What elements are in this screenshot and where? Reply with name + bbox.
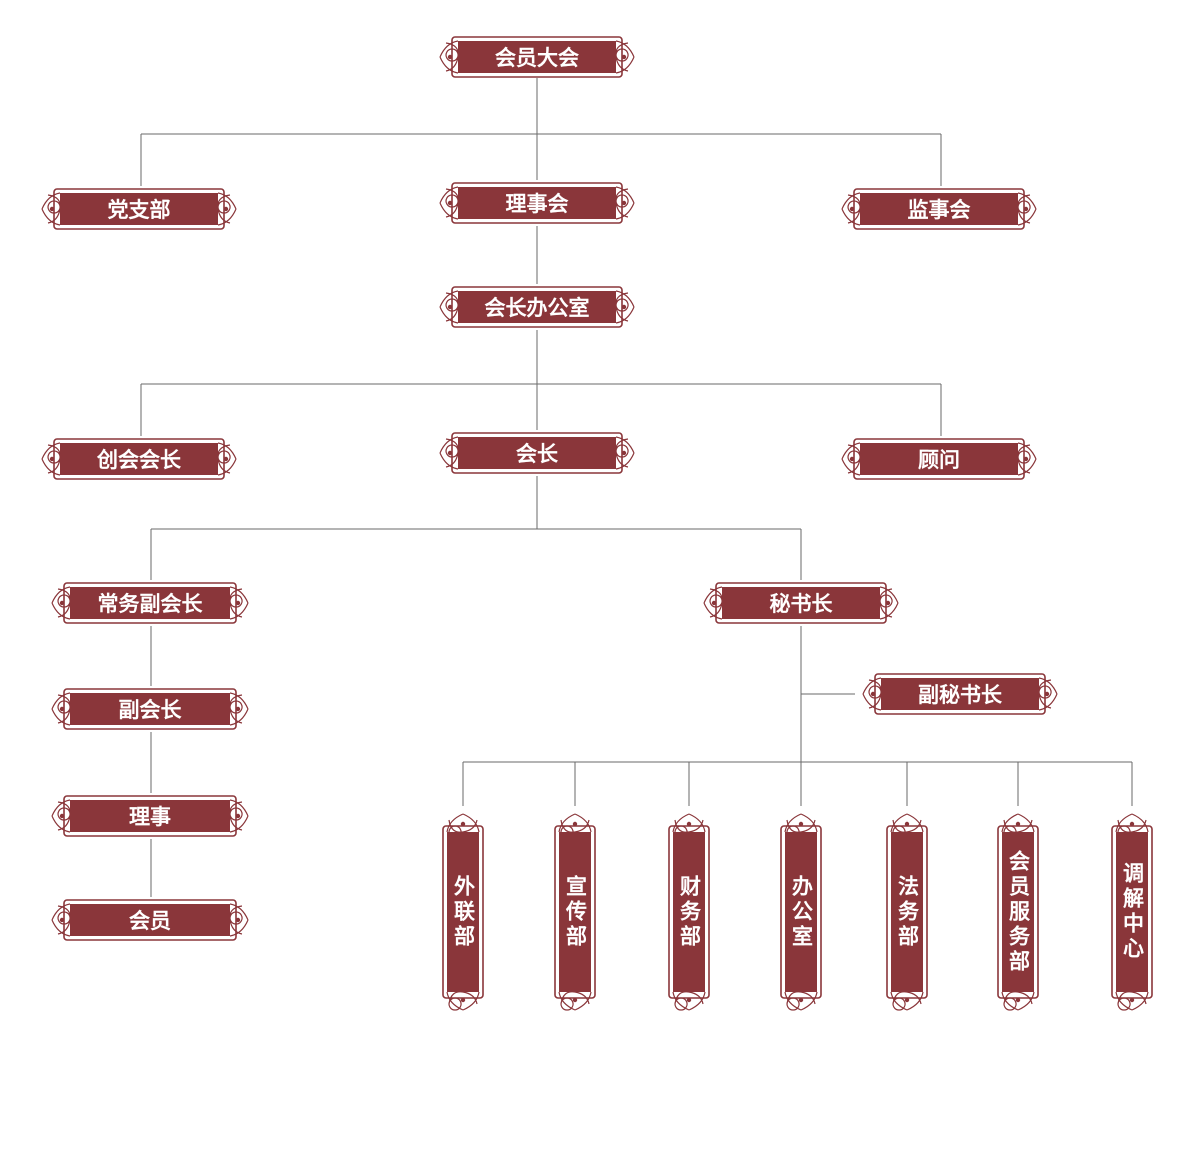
node-label: 会员服务部 — [1006, 849, 1031, 975]
node-advisor: 顾问 — [834, 436, 1044, 482]
node-label: 创会会长 — [97, 448, 181, 472]
node-council: 理事会 — [432, 180, 642, 226]
node-label: 副秘书长 — [918, 683, 1002, 707]
node-dept-mediation: 调解中心 — [1109, 806, 1155, 1018]
plaque-frame — [442, 813, 484, 1011]
plaque-frame — [51, 795, 249, 837]
plaque-frame — [51, 899, 249, 941]
node-founding-president: 创会会长 — [34, 436, 244, 482]
node-label: 宣传部 — [563, 874, 588, 950]
node-label: 会员大会 — [495, 46, 579, 70]
plaque-frame — [780, 813, 822, 1011]
plaque-frame — [1111, 813, 1153, 1011]
plaque-frame — [841, 438, 1037, 480]
node-dept-publicity: 宣传部 — [552, 806, 598, 1018]
node-president-office: 会长办公室 — [432, 284, 642, 330]
node-label: 办公室 — [789, 874, 814, 950]
plaque-frame — [703, 582, 899, 624]
plaque-frame — [41, 188, 237, 230]
plaque-frame — [841, 188, 1037, 230]
node-vice-secretary: 副秘书长 — [855, 671, 1065, 717]
plaque-frame — [554, 813, 596, 1011]
node-dept-member-service: 会员服务部 — [995, 806, 1041, 1018]
node-dept-finance: 财务部 — [666, 806, 712, 1018]
node-assembly: 会员大会 — [432, 34, 642, 80]
node-vp: 副会长 — [44, 686, 256, 732]
node-label: 理事 — [129, 805, 171, 829]
node-party-branch: 党支部 — [34, 186, 244, 232]
node-dept-liaison: 外联部 — [440, 806, 486, 1018]
plaque-frame — [997, 813, 1039, 1011]
plaque-frame — [439, 36, 635, 78]
plaque-frame — [51, 688, 249, 730]
node-president: 会长 — [432, 430, 642, 476]
node-exec-vp: 常务副会长 — [44, 580, 256, 626]
plaque-frame — [439, 432, 635, 474]
plaque-frame — [51, 582, 249, 624]
plaque-frame — [886, 813, 928, 1011]
node-label: 调解中心 — [1120, 862, 1145, 962]
node-label: 外联部 — [451, 874, 476, 950]
node-dept-legal: 法务部 — [884, 806, 930, 1018]
node-label: 财务部 — [677, 874, 702, 950]
plaque-frame — [439, 182, 635, 224]
node-label: 法务部 — [895, 874, 920, 950]
node-label: 会员 — [129, 909, 171, 933]
node-label: 顾问 — [918, 448, 960, 472]
node-label: 党支部 — [107, 198, 171, 222]
node-label: 理事会 — [505, 192, 569, 216]
plaque-frame — [41, 438, 237, 480]
plaque-frame — [862, 673, 1058, 715]
node-member: 会员 — [44, 897, 256, 943]
plaque-frame — [439, 286, 635, 328]
node-dept-office: 办公室 — [778, 806, 824, 1018]
node-label: 常务副会长 — [97, 592, 203, 616]
node-director: 理事 — [44, 793, 256, 839]
node-label: 会长办公室 — [484, 296, 590, 320]
node-secretary-general: 秘书长 — [696, 580, 906, 626]
node-supervisors: 监事会 — [834, 186, 1044, 232]
plaque-frame — [668, 813, 710, 1011]
node-label: 秘书长 — [769, 592, 833, 616]
node-label: 副会长 — [118, 698, 182, 722]
node-label: 监事会 — [907, 198, 971, 222]
node-label: 会长 — [516, 442, 558, 466]
